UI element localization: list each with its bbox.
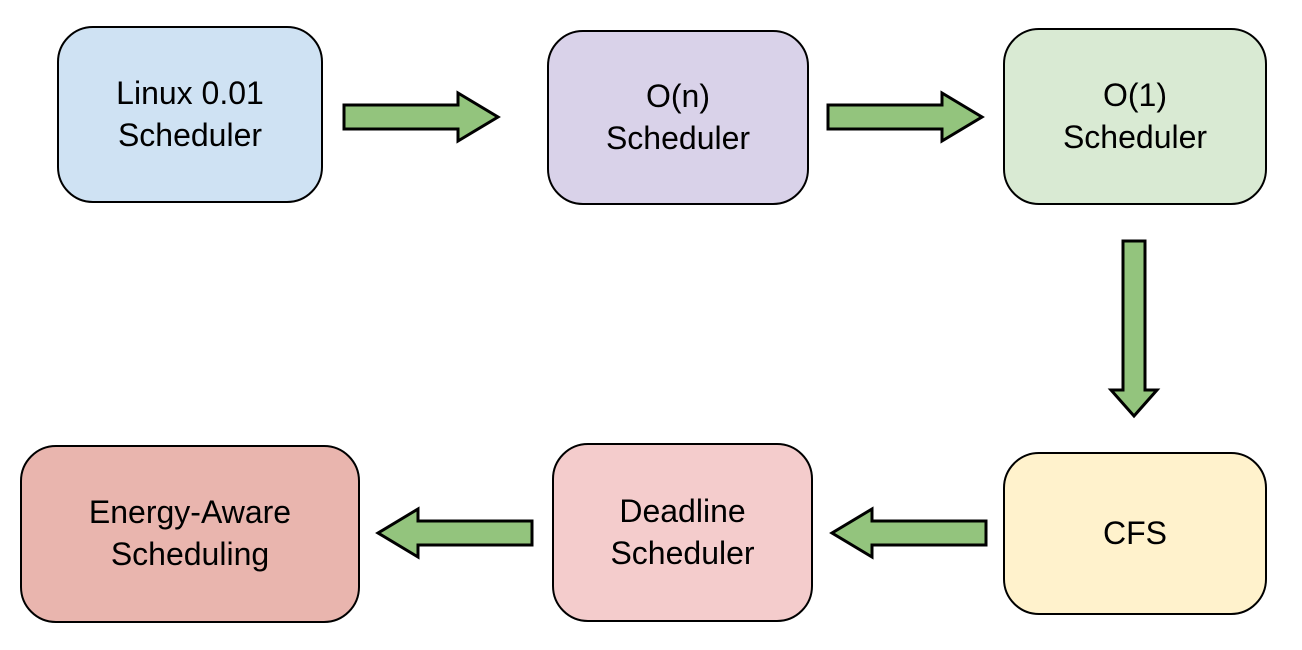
node-deadline-scheduler-label: Deadline Scheduler <box>610 492 755 571</box>
node-energy-aware-scheduling-label: Energy-Aware Scheduling <box>88 494 292 572</box>
node-o1-scheduler: O(1) Scheduler <box>1003 28 1267 205</box>
flow-arrow-left-icon <box>829 506 988 560</box>
flow-arrow-right-icon <box>826 90 985 144</box>
flow-arrow-left-icon <box>375 506 534 560</box>
node-on-scheduler-label: O(n) Scheduler <box>605 77 751 156</box>
node-on-scheduler: O(n) Scheduler <box>547 30 809 205</box>
flow-arrow-down-icon <box>1107 239 1161 419</box>
node-cfs: CFS <box>1003 452 1267 615</box>
node-deadline-scheduler: Deadline Scheduler <box>552 443 813 622</box>
flow-arrow-right-icon <box>342 90 501 144</box>
node-linux-001-scheduler: Linux 0.01 Scheduler <box>57 26 323 203</box>
node-energy-aware-scheduling: Energy-Aware Scheduling <box>20 445 360 623</box>
node-cfs-label: CFS <box>1103 514 1167 551</box>
node-o1-scheduler-label: O(1) Scheduler <box>1062 76 1208 155</box>
node-linux-001-scheduler-label: Linux 0.01 Scheduler <box>116 74 264 153</box>
